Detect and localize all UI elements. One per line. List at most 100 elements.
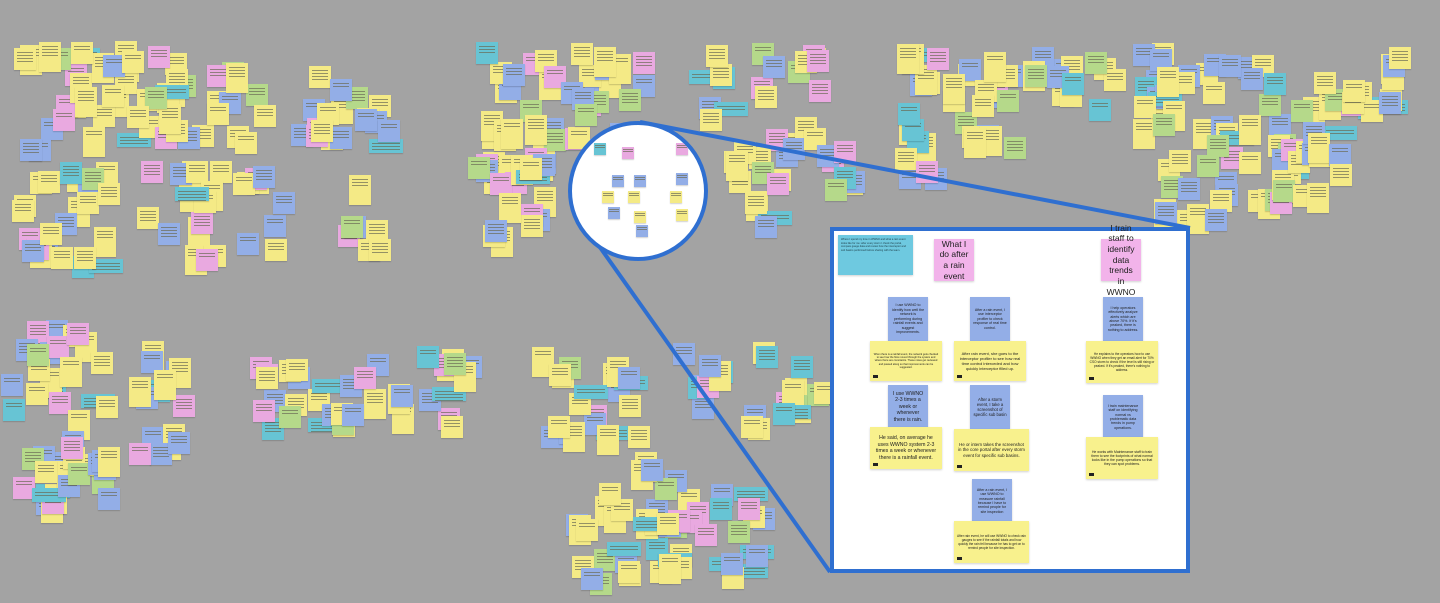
background-sticky-note[interactable] [66, 323, 89, 346]
note-maintenance-blue[interactable]: I train maintenance staff on identifying… [1103, 395, 1143, 439]
background-sticky-note[interactable] [443, 353, 466, 376]
background-sticky-note[interactable] [369, 238, 392, 261]
background-sticky-note[interactable] [1088, 99, 1111, 122]
background-sticky-note[interactable] [39, 42, 62, 73]
background-sticky-note[interactable] [763, 56, 786, 79]
background-sticky-note[interactable] [391, 384, 414, 407]
background-sticky-note[interactable] [0, 373, 23, 396]
background-sticky-note[interactable] [706, 45, 729, 68]
background-sticky-note[interactable] [206, 64, 229, 87]
background-sticky-note[interactable] [727, 521, 750, 544]
background-sticky-note[interactable] [149, 443, 172, 466]
background-sticky-note[interactable] [617, 560, 640, 583]
background-sticky-note[interactable] [34, 460, 57, 483]
background-sticky-note[interactable] [70, 42, 93, 65]
background-sticky-note[interactable] [263, 214, 286, 237]
background-sticky-note[interactable] [714, 102, 749, 117]
note-frequency-yellow[interactable]: He said, on average he uses WWNO system … [870, 427, 942, 469]
background-sticky-note[interactable] [364, 389, 387, 420]
background-sticky-note[interactable] [964, 127, 987, 158]
background-sticky-note[interactable] [754, 216, 777, 239]
background-sticky-note[interactable] [767, 172, 790, 195]
background-sticky-note[interactable] [1259, 93, 1282, 116]
background-sticky-note[interactable] [49, 392, 72, 415]
background-sticky-note[interactable] [574, 385, 609, 400]
background-sticky-note[interactable] [531, 346, 554, 377]
background-sticky-note[interactable] [1209, 189, 1232, 212]
background-sticky-note[interactable] [833, 140, 856, 163]
background-sticky-note[interactable] [97, 488, 120, 511]
background-sticky-note[interactable] [1203, 82, 1226, 105]
background-sticky-note[interactable] [755, 86, 778, 109]
background-sticky-note[interactable] [255, 367, 278, 390]
background-sticky-note[interactable] [581, 568, 604, 591]
background-sticky-note[interactable] [547, 416, 570, 439]
background-sticky-note[interactable] [618, 89, 641, 112]
background-sticky-note[interactable] [1307, 182, 1330, 213]
background-sticky-note[interactable] [1207, 134, 1230, 157]
background-sticky-note[interactable] [316, 102, 339, 125]
background-sticky-note[interactable] [252, 399, 275, 422]
background-sticky-note[interactable] [77, 191, 100, 214]
background-sticky-note[interactable] [1134, 95, 1157, 118]
background-sticky-note[interactable] [61, 436, 84, 459]
background-sticky-note[interactable] [261, 418, 284, 441]
background-sticky-note[interactable] [1150, 48, 1173, 71]
background-sticky-note[interactable] [1157, 67, 1180, 98]
background-sticky-note[interactable] [1307, 132, 1330, 163]
background-sticky-note[interactable] [206, 102, 229, 125]
background-sticky-note[interactable] [1290, 99, 1313, 122]
background-sticky-note[interactable] [807, 50, 830, 72]
background-sticky-note[interactable] [1003, 137, 1026, 159]
background-sticky-note[interactable] [808, 80, 831, 103]
background-sticky-note[interactable] [571, 42, 594, 65]
background-sticky-note[interactable] [68, 462, 91, 485]
background-sticky-note[interactable] [1085, 52, 1108, 75]
background-sticky-note[interactable] [355, 109, 377, 132]
background-sticky-note[interactable] [672, 343, 695, 366]
note-screenshot-blue[interactable]: After a storm event, I take a screenshot… [970, 385, 1010, 429]
background-sticky-note[interactable] [174, 186, 209, 201]
background-sticky-note[interactable] [1342, 80, 1365, 103]
background-sticky-note[interactable] [544, 129, 567, 152]
background-sticky-note[interactable] [26, 344, 49, 367]
background-sticky-note[interactable] [140, 161, 163, 184]
background-sticky-note[interactable] [1197, 154, 1220, 177]
background-sticky-note[interactable] [329, 79, 352, 102]
background-sticky-note[interactable] [441, 416, 464, 439]
background-sticky-note[interactable] [467, 156, 490, 179]
background-sticky-note[interactable] [943, 74, 966, 105]
background-sticky-note[interactable] [1328, 143, 1351, 166]
background-sticky-note[interactable] [349, 174, 372, 205]
background-sticky-note[interactable] [51, 246, 74, 269]
background-sticky-note[interactable] [745, 544, 768, 567]
background-sticky-note[interactable] [1313, 72, 1336, 95]
background-sticky-note[interactable] [102, 54, 125, 77]
background-sticky-note[interactable] [59, 161, 82, 184]
background-sticky-note[interactable] [1329, 164, 1352, 187]
background-sticky-note[interactable] [825, 178, 848, 201]
background-sticky-note[interactable] [417, 346, 440, 369]
background-sticky-note[interactable] [172, 394, 195, 417]
background-sticky-note[interactable] [102, 85, 125, 108]
background-sticky-note[interactable] [3, 398, 26, 421]
background-sticky-note[interactable] [19, 139, 42, 162]
background-sticky-note[interactable] [154, 370, 177, 401]
background-sticky-note[interactable] [574, 104, 597, 127]
background-sticky-note[interactable] [694, 523, 717, 546]
background-sticky-note[interactable] [127, 105, 150, 128]
background-sticky-note[interactable] [137, 206, 160, 229]
note-operators-yellow[interactable]: He explains to the operators how to use … [1086, 341, 1158, 383]
background-sticky-note[interactable] [82, 126, 105, 157]
background-sticky-note[interactable] [1168, 150, 1191, 173]
background-sticky-note[interactable] [140, 351, 163, 374]
note-interceptor-blue[interactable]: After a rain event, I use interceptor pr… [970, 297, 1010, 341]
background-sticky-note[interactable] [128, 377, 151, 408]
background-sticky-note[interactable] [254, 105, 277, 128]
background-sticky-note[interactable] [520, 157, 543, 180]
background-sticky-note[interactable] [627, 425, 650, 448]
background-sticky-note[interactable] [186, 161, 209, 184]
background-sticky-note[interactable] [236, 232, 259, 255]
note-network-blue[interactable]: I use WWNO to identify how well the netw… [888, 297, 928, 341]
